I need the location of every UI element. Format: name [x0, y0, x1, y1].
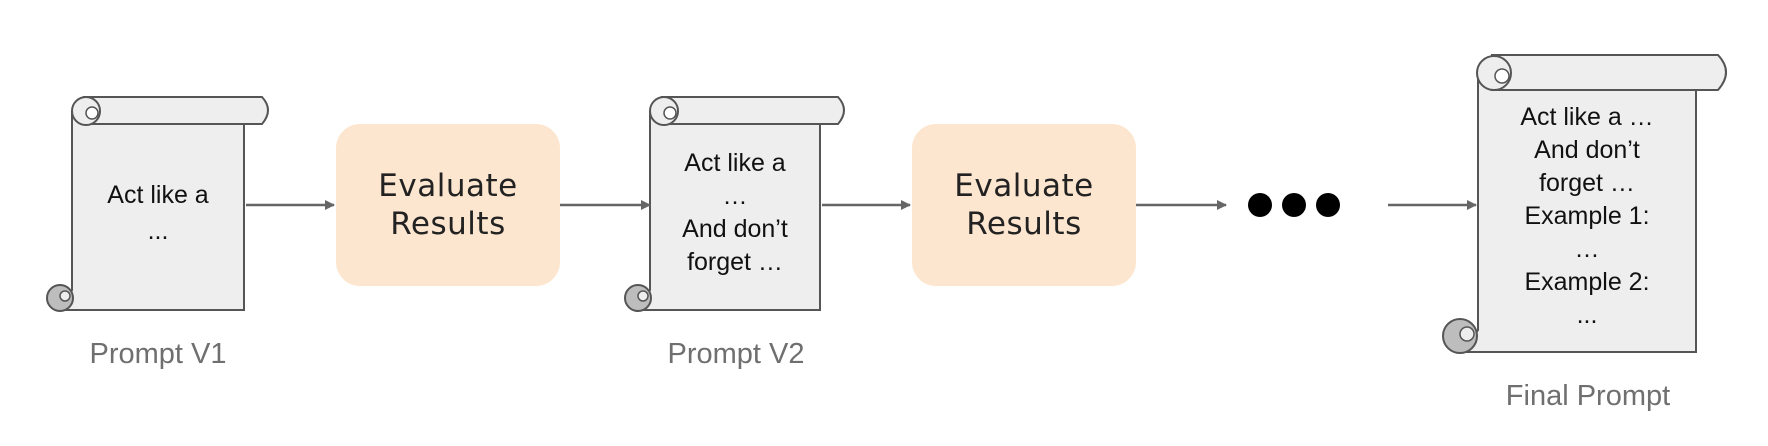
prompt-v2-line: Act like a — [684, 149, 786, 177]
prompt-v1-caption: Prompt V1 — [89, 338, 227, 370]
prompt-v2-line: … — [722, 182, 748, 210]
prompt-v2-caption: Prompt V2 — [667, 338, 805, 370]
final-prompt-scroll-icon — [1442, 54, 1727, 354]
results-label: Results — [390, 206, 506, 242]
prompt-v2-line: forget … — [687, 248, 783, 276]
prompt-v2-text: Act like a … And don’t forget … — [654, 128, 816, 298]
final-prompt-line: … — [1574, 234, 1600, 263]
ellipsis-dots-icon — [1248, 193, 1340, 217]
prompt-v2-line: And don’t — [682, 215, 788, 243]
final-prompt-line: Example 2: — [1524, 267, 1650, 296]
dot — [1282, 193, 1306, 217]
final-prompt-line: ... — [1576, 300, 1598, 329]
prompt-v1-line: Act like a — [107, 181, 209, 209]
final-prompt-line: forget … — [1539, 168, 1635, 197]
evaluate-results-step: Evaluate Results — [912, 124, 1136, 286]
prompt-v2-scroll-icon — [624, 96, 845, 312]
evaluate-label: Evaluate — [954, 168, 1094, 204]
evaluate-label: Evaluate — [378, 168, 518, 204]
final-prompt-line: And don’t — [1534, 135, 1640, 164]
final-prompt-text: Act like a … And don’t forget … Example … — [1482, 96, 1692, 336]
final-prompt-line: Example 1: — [1524, 201, 1650, 230]
prompt-v1-scroll-icon — [46, 96, 269, 312]
prompt-v1-line: ... — [147, 217, 169, 245]
evaluate-results-step: Evaluate Results — [336, 124, 560, 286]
results-label: Results — [966, 206, 1082, 242]
final-prompt-caption: Final Prompt — [1505, 380, 1671, 412]
dot — [1316, 193, 1340, 217]
dot — [1248, 193, 1272, 217]
prompt-v1-text: Act like a ... — [78, 128, 238, 298]
final-prompt-line: Act like a … — [1520, 102, 1654, 131]
